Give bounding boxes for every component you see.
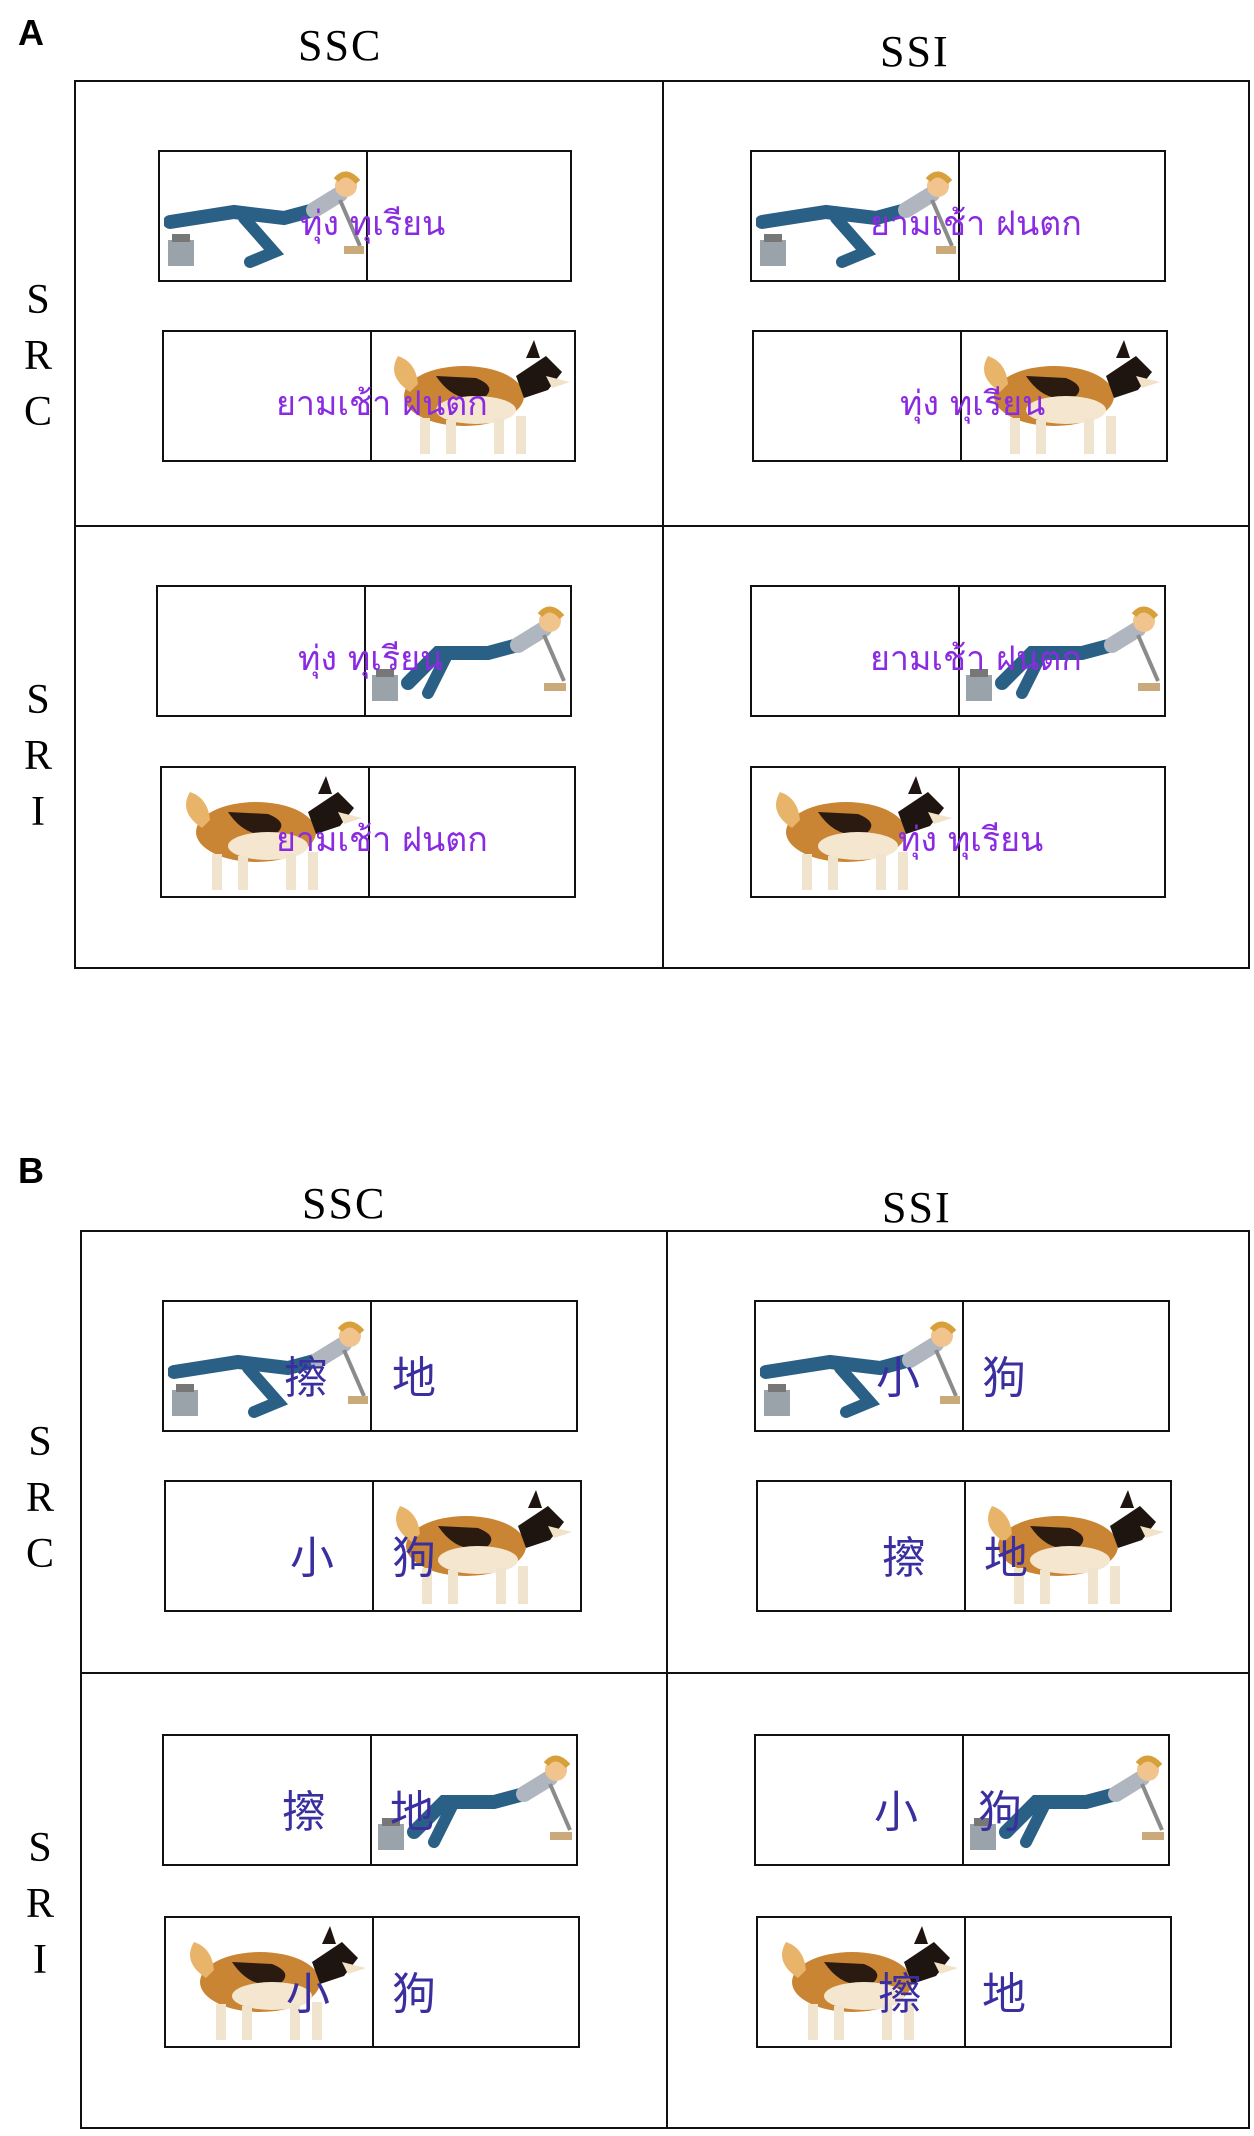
condition-grid-a [74, 80, 1250, 969]
column-header-ssi: SSI [880, 27, 950, 76]
akita-dog-icon [782, 1926, 958, 2040]
trial-frame: ทุ่ง ทุเรียน [156, 585, 572, 717]
chinese-character: 擦 [878, 1969, 922, 2020]
chinese-character: 地 [392, 1353, 436, 1404]
akita-dog-icon [190, 1926, 366, 2040]
person-mopping-floor-icon [372, 606, 566, 701]
column-header-ssi: SSI [882, 1183, 952, 1232]
chinese-character: 狗 [392, 1533, 436, 1584]
thai-word: ยามเช้า ฝนตก [870, 204, 1082, 244]
trial-frame: ยามเช้า ฝนตก [750, 150, 1166, 282]
row-header-sri: S R I [23, 677, 52, 835]
chinese-character: 狗 [392, 1969, 436, 2020]
trial-frame: 擦 地 [162, 1300, 578, 1432]
chinese-character: 小 [286, 1969, 330, 2020]
thai-word: ยามเช้า ฝนตก [276, 384, 488, 424]
thai-word: ทุ่ง ทุเรียน [300, 204, 446, 244]
thai-word: ทุ่ง ทุเรียน [898, 820, 1044, 860]
person-mopping-floor-icon [966, 606, 1160, 701]
chinese-character: 地 [982, 1969, 1026, 2020]
trial-frame: ทุ่ง ทุเรียน [752, 330, 1168, 462]
trial-frame: ทุ่ง ทุเรียน [158, 150, 572, 282]
trial-frame: 擦 地 [756, 1480, 1172, 1612]
akita-dog-icon [776, 776, 952, 890]
chinese-character: 地 [984, 1533, 1028, 1584]
chinese-character: 狗 [982, 1353, 1026, 1404]
condition-grid-b [80, 1230, 1250, 2129]
person-mopping-floor-icon [378, 1755, 572, 1850]
trial-frame: ทุ่ง ทุเรียน [750, 766, 1166, 898]
thai-word: ทุ่ง ทุเรียน [298, 639, 444, 679]
person-mopping-floor-icon [164, 171, 364, 268]
person-mopping-floor-icon [970, 1755, 1164, 1850]
panel-label-b: B [18, 1150, 44, 1191]
person-mopping-floor-icon [168, 1321, 368, 1418]
trial-frame: ยามเช้า ฝนตก [160, 766, 576, 898]
panel-label-a: A [18, 12, 44, 53]
thai-word: ยามเช้า ฝนตก [870, 639, 1082, 679]
chinese-character: 地 [390, 1787, 434, 1838]
trial-frame: 擦 地 [162, 1734, 578, 1866]
column-header-ssc: SSC [302, 1179, 387, 1228]
trial-frame: ยามเช้า ฝนตก [750, 585, 1166, 717]
trial-frame: ยามเช้า ฝนตก [162, 330, 576, 462]
row-header-src: S R C [25, 1419, 54, 1577]
chinese-character: 小 [290, 1533, 334, 1584]
column-header-ssc: SSC [298, 21, 383, 70]
row-header-sri: S R I [25, 1825, 54, 1983]
thai-word: ยามเช้า ฝนตก [276, 820, 488, 860]
person-mopping-floor-icon [756, 171, 956, 268]
trial-frame: 小 狗 [754, 1300, 1170, 1432]
chinese-character: 擦 [284, 1353, 328, 1404]
row-header-src: S R C [23, 277, 52, 435]
trial-frame: 小 狗 [164, 1480, 582, 1612]
chinese-character: 小 [874, 1787, 918, 1838]
chinese-character: 小 [876, 1353, 920, 1404]
chinese-character: 擦 [282, 1787, 326, 1838]
akita-dog-icon [396, 1490, 572, 1604]
akita-dog-icon [984, 340, 1160, 454]
thai-word: ทุ่ง ทุเรียน [900, 384, 1046, 424]
chinese-character: 狗 [978, 1787, 1022, 1838]
trial-frame: 小 狗 [754, 1734, 1170, 1866]
trial-frame: 擦 地 [756, 1916, 1172, 2048]
akita-dog-icon [186, 776, 362, 890]
chinese-character: 擦 [882, 1533, 926, 1584]
akita-dog-icon [394, 340, 570, 454]
trial-frame: 小 狗 [164, 1916, 580, 2048]
person-mopping-floor-icon [760, 1321, 960, 1418]
akita-dog-icon [988, 1490, 1164, 1604]
